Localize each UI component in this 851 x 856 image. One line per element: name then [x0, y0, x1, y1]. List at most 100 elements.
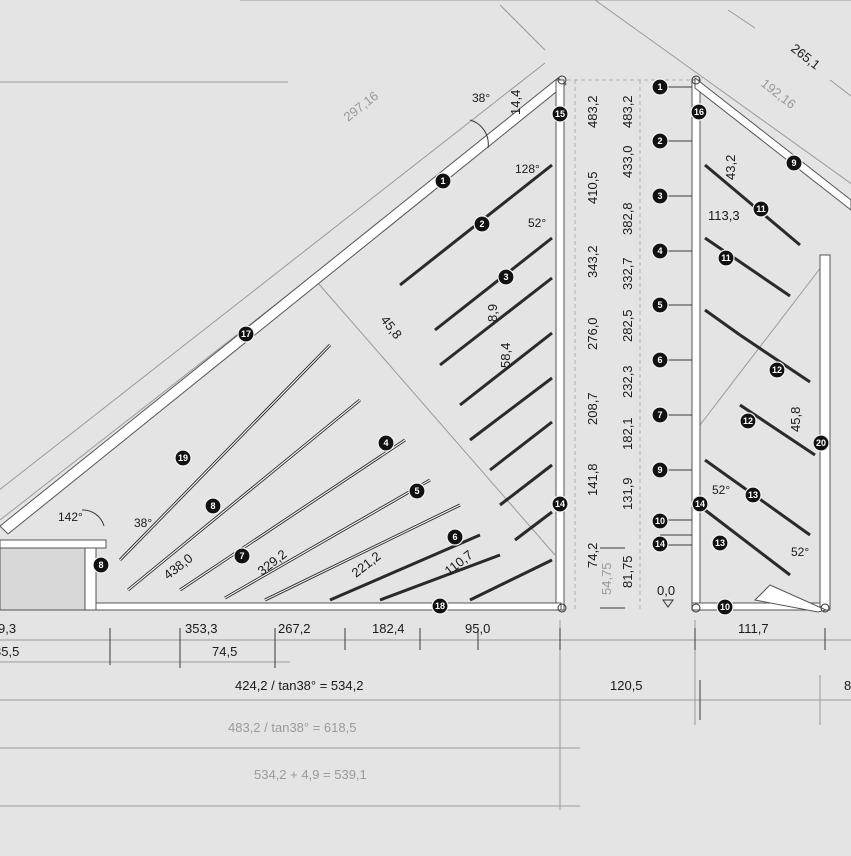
marker-c9: 9: [651, 461, 669, 479]
bd2-1: 74,5: [212, 644, 237, 659]
dim-113: 113,3: [708, 208, 740, 223]
rv-8: 81,75: [620, 555, 635, 588]
marker-m14a: 14: [551, 495, 569, 513]
marker-r11b: 11: [717, 249, 735, 267]
marker-label: 15: [555, 109, 565, 119]
marker-label: 5: [657, 300, 662, 310]
marker-label: 20: [816, 438, 826, 448]
marker-c7: 7: [651, 406, 669, 424]
bottom-dims: 9,3 353,3 267,2 182,4 95,0 111,7 35,5 74…: [0, 621, 769, 659]
marker-label: 14: [555, 499, 565, 509]
lv-5: 141,8: [585, 463, 600, 496]
rv-6: 182,1: [620, 417, 635, 450]
marker-m8b: 8: [92, 556, 110, 574]
marker-label: 4: [383, 438, 388, 448]
marker-m3a: 3: [497, 268, 515, 286]
marker-m18: 18: [431, 597, 449, 615]
marker-label: 9: [657, 465, 662, 475]
marker-m19: 19: [174, 449, 192, 467]
marker-label: 13: [715, 538, 725, 548]
marker-c14: 14: [651, 535, 669, 553]
dim-43: 43,2: [723, 155, 738, 180]
bd-5: 111,7: [738, 621, 769, 636]
marker-label: 2: [657, 136, 662, 146]
rv-zero: 0,0: [657, 583, 675, 598]
angle-labels: 38° 128° 52° 142° 38° 52° 52°: [58, 91, 809, 559]
formula-534: 424,2 / tan38° = 534,2: [235, 678, 363, 693]
marker-r20: 20: [812, 434, 830, 452]
marker-label: 12: [772, 365, 782, 375]
marker-m5a: 5: [408, 482, 426, 500]
marker-label: 10: [720, 602, 730, 612]
marker-r14: 14: [691, 495, 709, 513]
slat-110: 110,7: [442, 547, 476, 578]
marker-label: 11: [756, 204, 766, 214]
lv-gray: 54,75: [599, 562, 614, 595]
marker-label: 4: [657, 246, 662, 256]
marker-label: 13: [748, 490, 758, 500]
marker-label: 7: [657, 410, 662, 420]
marker-c1: 1: [651, 78, 669, 96]
dim-45-right: 45,8: [788, 407, 803, 432]
angle-52-right2: 52°: [791, 545, 809, 559]
marker-r9: 9: [785, 154, 803, 172]
lv-6: 74,2: [585, 543, 600, 568]
marker-label: 2: [479, 219, 484, 229]
lv-2: 343,2: [585, 245, 600, 278]
marker-m6a: 6: [446, 528, 464, 546]
marker-m7a: 7: [233, 547, 251, 565]
marker-m2a: 2: [473, 215, 491, 233]
marker-label: 19: [178, 453, 188, 463]
marker-label: 16: [694, 107, 704, 117]
marker-r12a: 12: [768, 361, 786, 379]
marker-r12b: 12: [739, 412, 757, 430]
bd-4: 95,0: [465, 621, 490, 636]
marker-c3: 3: [651, 187, 669, 205]
marker-label: 3: [657, 191, 662, 201]
marker-label: 17: [241, 329, 251, 339]
formula-618: 483,2 / tan38° = 618,5: [228, 720, 356, 735]
marker-c4: 4: [651, 242, 669, 260]
left-vertical-dims: 483,2 410,5 343,2 276,0 208,7 141,8 74,2…: [585, 95, 614, 595]
right-vertical-dims: 483,2 433,0 382,8 332,7 282,5 232,3 182,…: [620, 95, 675, 598]
bd-2: 267,2: [278, 621, 311, 636]
dim-265: 265,1: [788, 41, 823, 73]
angle-52-right1: 52°: [712, 483, 730, 497]
marker-r10: 10: [716, 598, 734, 616]
rv-1: 433,0: [620, 145, 635, 178]
marker-m17: 17: [237, 325, 255, 343]
lv-4: 208,7: [585, 392, 600, 425]
marker-r13b: 13: [711, 534, 729, 552]
rv-5: 232,3: [620, 365, 635, 398]
marker-label: 11: [721, 253, 731, 263]
right-frame: [691, 76, 851, 613]
marker-c10: 10: [651, 512, 669, 530]
marker-label: 5: [414, 486, 419, 496]
lv-0: 483,2: [585, 95, 600, 128]
marker-label: 10: [655, 516, 665, 526]
angle-52-mid: 52°: [528, 216, 546, 230]
part-markers: 1231719845761514188123456791014169111112…: [92, 78, 830, 616]
left-frame: [0, 77, 567, 611]
marker-label: 14: [695, 499, 705, 509]
dim-297: 297,16: [341, 88, 382, 124]
marker-m15: 15: [551, 105, 569, 123]
right-slats: [704, 163, 816, 577]
marker-label: 6: [452, 532, 457, 542]
dim-120: 120,5: [610, 678, 643, 693]
bd-1: 353,3: [185, 621, 218, 636]
rv-4: 282,5: [620, 309, 635, 342]
marker-label: 1: [440, 176, 445, 186]
marker-label: 8: [210, 501, 215, 511]
rv-3: 332,7: [620, 257, 635, 290]
angle-142: 142°: [58, 510, 83, 524]
formula-539: 534,2 + 4,9 = 539,1: [254, 767, 367, 782]
marker-label: 18: [435, 601, 445, 611]
marker-c2: 2: [651, 132, 669, 150]
dim-58-4: 58,4: [498, 343, 513, 368]
pivot-points: [557, 75, 830, 613]
marker-r11a: 11: [752, 200, 770, 218]
marker-m1a: 1: [434, 172, 452, 190]
dim-14: 14,4: [508, 90, 523, 115]
